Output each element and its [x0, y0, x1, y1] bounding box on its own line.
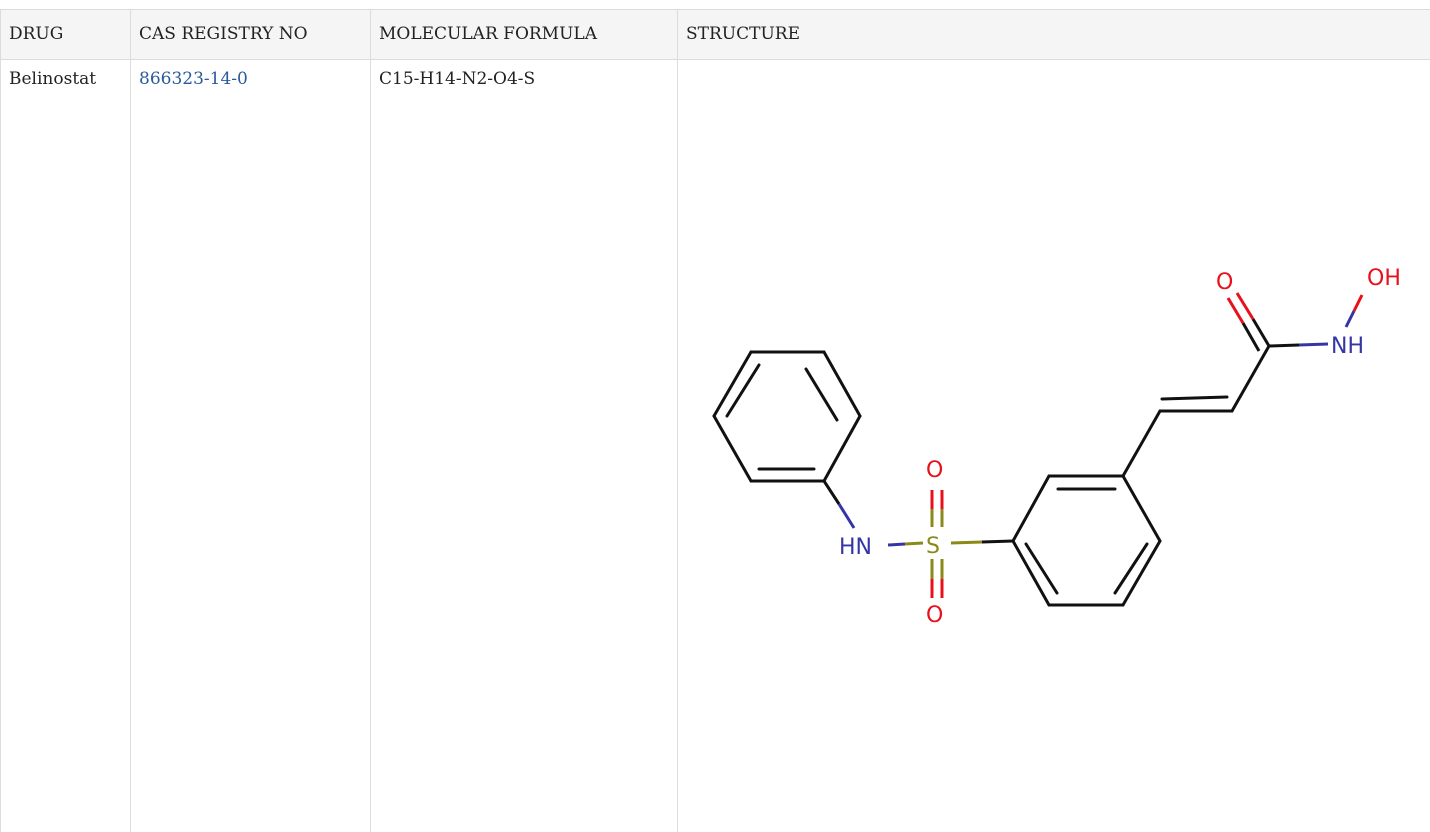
structure-cell: HN S O — [677, 59, 1430, 832]
bond — [1160, 395, 1229, 401]
bond — [1011, 539, 1051, 607]
top-strip — [0, 0, 1430, 9]
central-ring — [1011, 474, 1162, 607]
header-structure: STRUCTURE — [677, 9, 1430, 60]
bond — [822, 414, 862, 483]
bond-inner — [1113, 542, 1149, 595]
bond — [1121, 539, 1162, 607]
bond — [1235, 292, 1255, 320]
hydroxyl-label: OH — [1367, 266, 1401, 291]
cas-cell: 866323-14-0 — [130, 59, 371, 832]
bond — [1298, 342, 1329, 347]
table-header: DRUG CAS REGISTRY NO MOLECULAR FORMULA S… — [0, 9, 1430, 60]
bond — [837, 503, 856, 529]
bond-inner — [725, 363, 761, 418]
amide-nh-label: NH — [1331, 334, 1364, 359]
phenyl-ring — [712, 350, 862, 483]
carbonyl-o-label: O — [1216, 270, 1233, 295]
bond — [1241, 322, 1261, 352]
bond — [887, 542, 906, 547]
bond — [1226, 297, 1245, 324]
drug-name-cell: Belinostat — [0, 59, 131, 832]
table-row: Belinostat 866323-14-0 C15-H14-N2-O4-S — [0, 59, 1430, 832]
bond — [1344, 310, 1356, 328]
bond — [822, 350, 862, 418]
bond — [1011, 474, 1051, 543]
bond — [712, 350, 753, 418]
bond — [712, 414, 753, 483]
chemical-structure-image: HN S O — [712, 266, 1401, 628]
bond — [1251, 318, 1271, 347]
sulfonyl-o-bottom-label: O — [926, 603, 943, 628]
bond — [1352, 294, 1364, 312]
table-body: Belinostat 866323-14-0 C15-H14-N2-O4-S — [0, 59, 1430, 832]
sulfur-label: S — [926, 534, 940, 559]
bond — [1230, 344, 1271, 413]
bond-inner — [1024, 542, 1059, 595]
bond — [1268, 343, 1300, 348]
bond — [981, 539, 1014, 544]
bond-inner — [804, 367, 839, 422]
header-formula: MOLECULAR FORMULA — [370, 9, 678, 60]
bond — [1121, 409, 1162, 478]
acrylamide-chain — [1121, 344, 1271, 478]
bond — [950, 540, 983, 545]
header-row: DRUG CAS REGISTRY NO MOLECULAR FORMULA S… — [0, 9, 1430, 60]
formula-cell: C15-H14-N2-O4-S — [370, 59, 678, 832]
header-drug: DRUG — [0, 9, 131, 60]
bond — [1121, 474, 1162, 543]
sulfonamide-nh-label: HN — [839, 535, 872, 560]
header-cas: CAS REGISTRY NO — [130, 9, 371, 60]
sulfonyl-o-top-label: O — [926, 458, 943, 483]
bond — [822, 480, 841, 505]
cas-registry-link[interactable]: 866323-14-0 — [139, 69, 248, 89]
drug-table: DRUG CAS REGISTRY NO MOLECULAR FORMULA S… — [0, 9, 1430, 832]
bond — [904, 541, 924, 546]
